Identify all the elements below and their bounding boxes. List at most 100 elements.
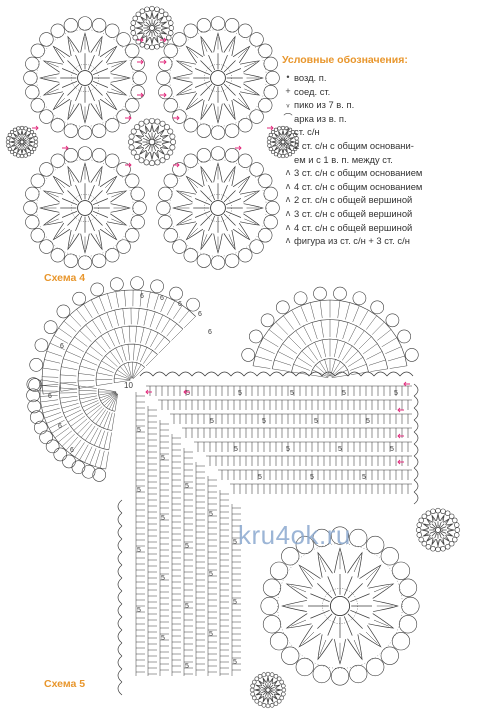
motif-picot: [19, 125, 25, 130]
grid-row-number: 5: [366, 418, 370, 425]
motif-outer-dots: [133, 123, 171, 161]
motif-picot: [312, 528, 331, 548]
legend-text: 3 ст. с/н с общим основанием: [294, 167, 423, 179]
motif-stitch: [90, 190, 103, 203]
motif-petal: [67, 165, 80, 187]
fan-stitch: [132, 364, 142, 379]
fan-stitch: [184, 316, 196, 328]
motif-picot: [116, 32, 131, 47]
motif-picot: [263, 85, 278, 100]
fan-stitch: [366, 315, 377, 330]
motif-picot: [143, 159, 150, 166]
join-marker: [235, 145, 242, 151]
motif-stitch: [69, 40, 75, 52]
motif-stitch: [27, 134, 30, 137]
fan-motif: [28, 276, 200, 395]
motif-stitch: [95, 234, 101, 246]
fan-stitch: [312, 369, 329, 378]
motif-stitch: [431, 531, 437, 537]
fan-stitch: [59, 396, 78, 399]
fan-scallop: [27, 399, 42, 414]
fan-stitch: [79, 395, 97, 400]
motif-stitch: [261, 686, 266, 690]
motif-petal: [270, 140, 277, 144]
fan-stitch: [59, 387, 78, 390]
fan-stitch: [65, 409, 82, 418]
fan-stitch: [353, 330, 365, 346]
grid-row-number: 5: [161, 575, 165, 582]
motif-petal: [42, 213, 64, 226]
fan-stitch: [79, 390, 97, 392]
fan-stitch: [104, 393, 117, 406]
motif-picot: [63, 123, 78, 138]
motif-picot: [254, 676, 260, 682]
fan-stitch: [296, 357, 312, 367]
fan-stitch: [107, 331, 116, 347]
fan-stitch: [111, 413, 115, 431]
round-motif: [266, 125, 300, 159]
motif-picot: [265, 200, 280, 216]
motif-picot: [281, 683, 286, 689]
motif-petal: [153, 150, 160, 160]
motif-picot: [196, 123, 211, 138]
fan-stitch: [155, 314, 164, 330]
fan-stitch: [84, 446, 93, 463]
motif-picot: [225, 123, 240, 138]
motif-petal: [271, 137, 278, 141]
motif-stitch: [90, 60, 103, 73]
motif-petal: [274, 145, 280, 151]
motif-petal: [17, 130, 21, 137]
fan-stitch: [48, 420, 65, 429]
legend-text: 3 ст. с/н с общей вершиной: [294, 207, 413, 219]
motif-stitch: [310, 593, 330, 603]
motif-stitch: [225, 80, 242, 88]
motif-stitch: [264, 692, 268, 697]
motif-stitch: [87, 85, 95, 102]
motif-petal: [153, 12, 159, 21]
motif-stitch: [27, 147, 30, 150]
motif-picot: [238, 23, 253, 38]
fan-stitch: [42, 407, 60, 414]
fan-stitch: [105, 451, 109, 470]
fan-stitch: [111, 393, 118, 411]
motif-picot: [168, 25, 175, 31]
motif-stitch: [143, 28, 150, 32]
motif-petal: [25, 145, 31, 151]
motif-stitch: [146, 14, 149, 19]
motif-petal: [134, 134, 144, 141]
fan-stitch: [272, 368, 290, 372]
motif-stitch: [158, 34, 163, 39]
motif-stitch: [155, 14, 158, 19]
motif-petal: [9, 140, 16, 144]
motif-petal: [160, 143, 170, 150]
motif-picot: [250, 691, 255, 697]
grid-row-number: 5: [137, 547, 141, 554]
motif-picot: [169, 133, 176, 140]
motif-stitch: [61, 68, 78, 76]
motif-petal: [23, 130, 27, 137]
motif-stitch: [153, 21, 159, 27]
fan-scallop: [53, 447, 68, 462]
fan-stitch: [319, 300, 323, 319]
motif-picot: [158, 56, 173, 71]
motif-picot: [262, 615, 282, 634]
fan-row-number: 6: [48, 393, 52, 400]
motif-picot: [156, 200, 171, 216]
fan-scallop: [90, 282, 105, 297]
fan-stitch: [89, 427, 99, 444]
motif-stitch: [15, 139, 21, 142]
motif-picot: [39, 239, 54, 254]
fan-stitch: [63, 406, 80, 414]
motif-stitch: [432, 516, 435, 521]
fan-stitch: [154, 336, 165, 350]
motif-picot: [448, 513, 455, 520]
fan-stitch: [103, 411, 111, 429]
motif-stitch: [208, 184, 216, 201]
motif-stitch: [284, 137, 288, 141]
fan-stitch: [135, 326, 137, 343]
legend-symbol-icon: †: [285, 126, 291, 137]
motif-picot: [23, 70, 38, 86]
motif-outer-dots: [169, 29, 267, 127]
